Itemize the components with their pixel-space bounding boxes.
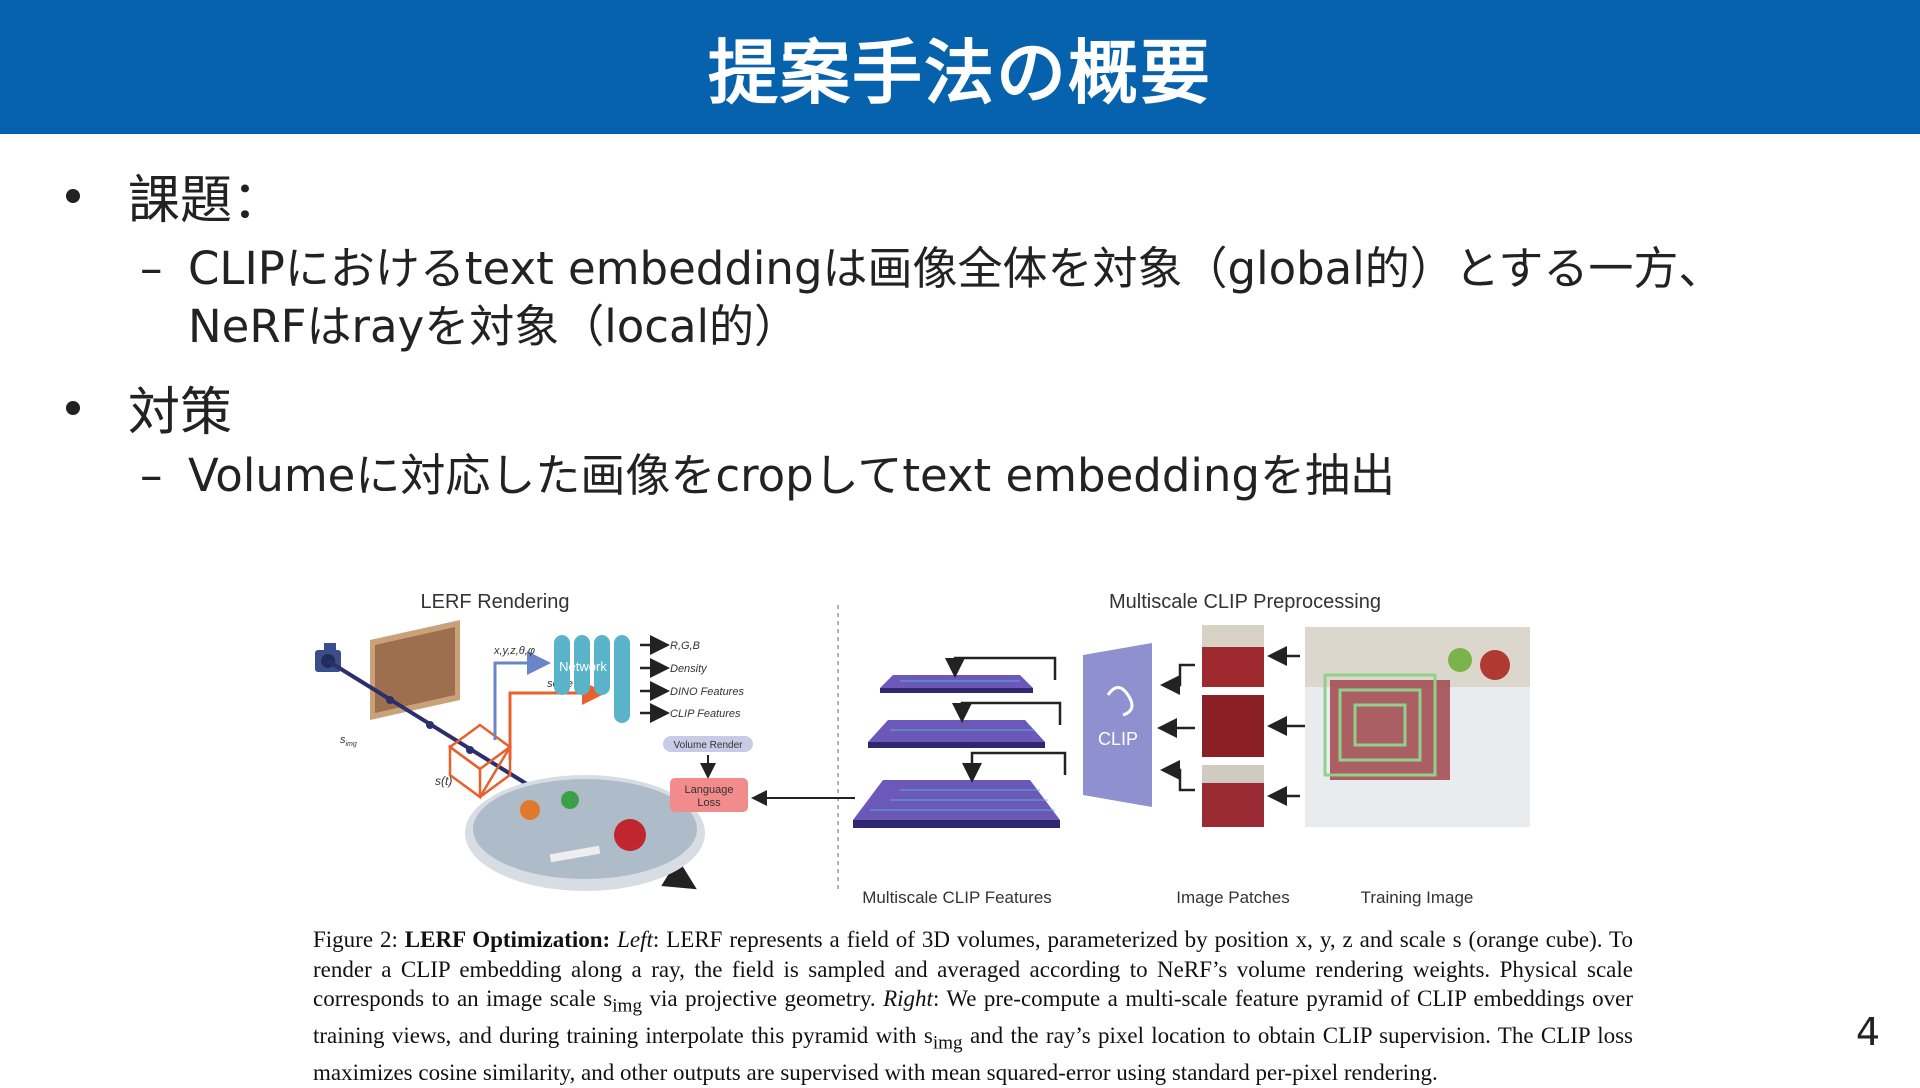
clip-encoder: [1083, 643, 1152, 807]
scene-object: [614, 819, 646, 851]
input-arrow: [493, 651, 551, 740]
training-image-label: Training Image: [1361, 888, 1474, 907]
right-panel-title: Multiscale CLIP Preprocessing: [1109, 591, 1381, 613]
bullet-label: 課題：: [128, 171, 285, 231]
bullet-problem: 課題：: [66, 158, 284, 233]
st-label: s(t): [435, 774, 452, 788]
volume-render-label: Volume Render: [674, 740, 744, 751]
dash-marker: –: [140, 449, 163, 502]
caption-part2: via projective geometry.: [642, 986, 884, 1011]
language-loss-line2: Loss: [697, 797, 721, 809]
bullet-dot: [66, 400, 80, 415]
scale-arrow: [508, 681, 606, 760]
sub-line-1: CLIPにおけるtext embeddingは画像全体を対象（global的）と…: [188, 242, 1724, 295]
s-img-label: simg: [340, 734, 357, 748]
dash-marker: –: [140, 242, 163, 295]
language-loss-line1: Language: [685, 784, 734, 796]
feature-pyramid: [853, 675, 1060, 828]
network-label: Network: [559, 659, 607, 674]
output-clip: CLIP Features: [670, 708, 741, 720]
image-patches-label: Image Patches: [1176, 888, 1289, 907]
figure-caption: Figure 2: LERF Optimization: Left: LERF …: [313, 925, 1633, 1088]
sub-line-2: NeRFはrayを対象（local的）: [188, 300, 800, 353]
input-label: x,y,z,θ,φ: [493, 645, 535, 657]
caption-left: Left: [617, 927, 653, 952]
image-patches: [1202, 625, 1264, 827]
title-bar: 提案手法の概要: [0, 0, 1920, 134]
caption-bold: LERF Optimization:: [404, 927, 611, 952]
output-density: Density: [670, 663, 708, 675]
bullet-dot: [66, 188, 80, 203]
network-block: Network: [554, 635, 630, 723]
bullet-label: 対策: [128, 383, 233, 443]
sub-line-1: Volumeに対応した画像をcropしてtext embeddingを抽出: [188, 449, 1395, 502]
page-number: 4: [1855, 1010, 1880, 1054]
caption-sub2: img: [932, 1032, 963, 1054]
caption-part1: : LERF represents a field of 3D volumes,…: [313, 927, 1633, 1011]
output-list: R,G,B Density DINO Features CLIP Feature…: [640, 635, 744, 723]
clip-label: CLIP: [1098, 729, 1138, 749]
multiscale-features-label: Multiscale CLIP Features: [862, 888, 1052, 907]
paperclip-icon: [1106, 686, 1134, 717]
left-panel-title: LERF Rendering: [421, 591, 570, 613]
orange-cube: [447, 723, 513, 800]
caption-right: Right: [883, 986, 933, 1011]
output-dino: DINO Features: [670, 686, 744, 698]
lerf-figure: LERF Rendering Multiscale CLIP Preproces…: [315, 591, 1530, 907]
caption-sub1: img: [612, 995, 643, 1017]
language-loss-box: [670, 778, 748, 812]
training-image: [1305, 627, 1530, 827]
volume-render-pill: [663, 736, 753, 752]
bullet-solution: 対策: [66, 370, 232, 445]
caption-part3: : We pre-compute a multi-scale feature p…: [313, 986, 1633, 1049]
slide-title: 提案手法の概要: [708, 31, 1212, 114]
output-rgb: R,G,B: [670, 640, 700, 652]
caption-prefix: Figure 2:: [313, 927, 405, 952]
